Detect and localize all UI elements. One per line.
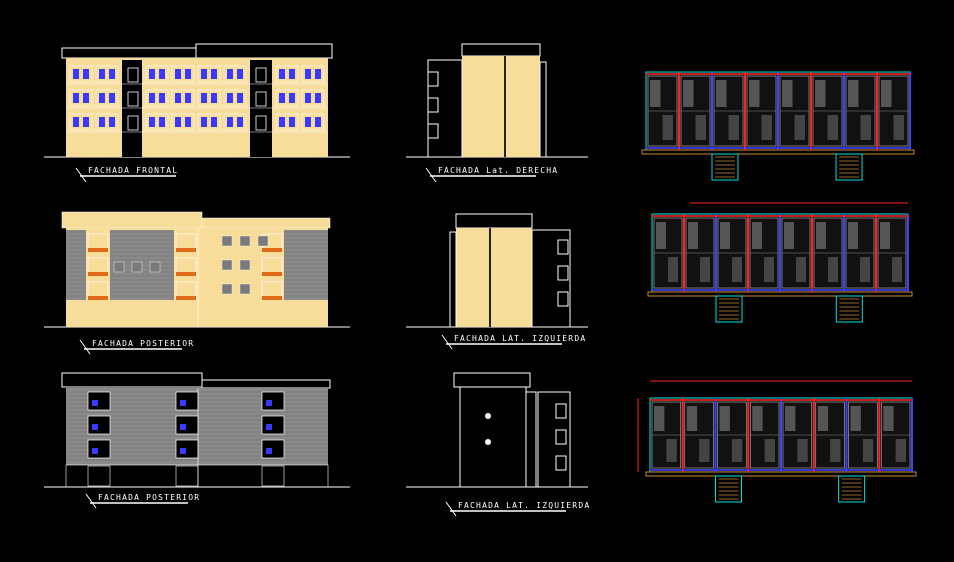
rear-facade-elevation-2	[44, 372, 350, 488]
right-side-elevation	[406, 43, 588, 158]
rear-facade-elevation-1	[44, 211, 350, 328]
front-facade-elevation	[44, 43, 350, 158]
label-text: FACHADA Lat. DERECHA	[438, 166, 558, 175]
label-fachada-frontal: FACHADA FRONTAL	[75, 166, 178, 183]
label-text: FACHADA FRONTAL	[88, 166, 178, 175]
label-fachada-lat-izquierda-1: FACHADA LAT. IZQUIERDA	[441, 334, 586, 350]
label-fachada-lat-izquierda-2: FACHADA LAT. IZQUIERDA	[445, 501, 590, 517]
label-text: FACHADA POSTERIOR	[98, 493, 200, 502]
floor-plan-3	[637, 380, 917, 503]
label-text: FACHADA LAT. IZQUIERDA	[458, 501, 590, 510]
label-fachada-posterior-2: FACHADA POSTERIOR	[85, 493, 200, 509]
floor-plan-1	[641, 71, 915, 181]
left-side-elevation-1	[406, 213, 588, 328]
floor-plan-2	[647, 202, 913, 323]
label-fachada-lat-derecha: FACHADA Lat. DERECHA	[425, 166, 558, 183]
label-text: FACHADA POSTERIOR	[92, 339, 194, 348]
left-side-elevation-2	[406, 372, 588, 488]
label-text: FACHADA LAT. IZQUIERDA	[454, 334, 586, 343]
label-fachada-posterior-1: FACHADA POSTERIOR	[79, 339, 194, 355]
